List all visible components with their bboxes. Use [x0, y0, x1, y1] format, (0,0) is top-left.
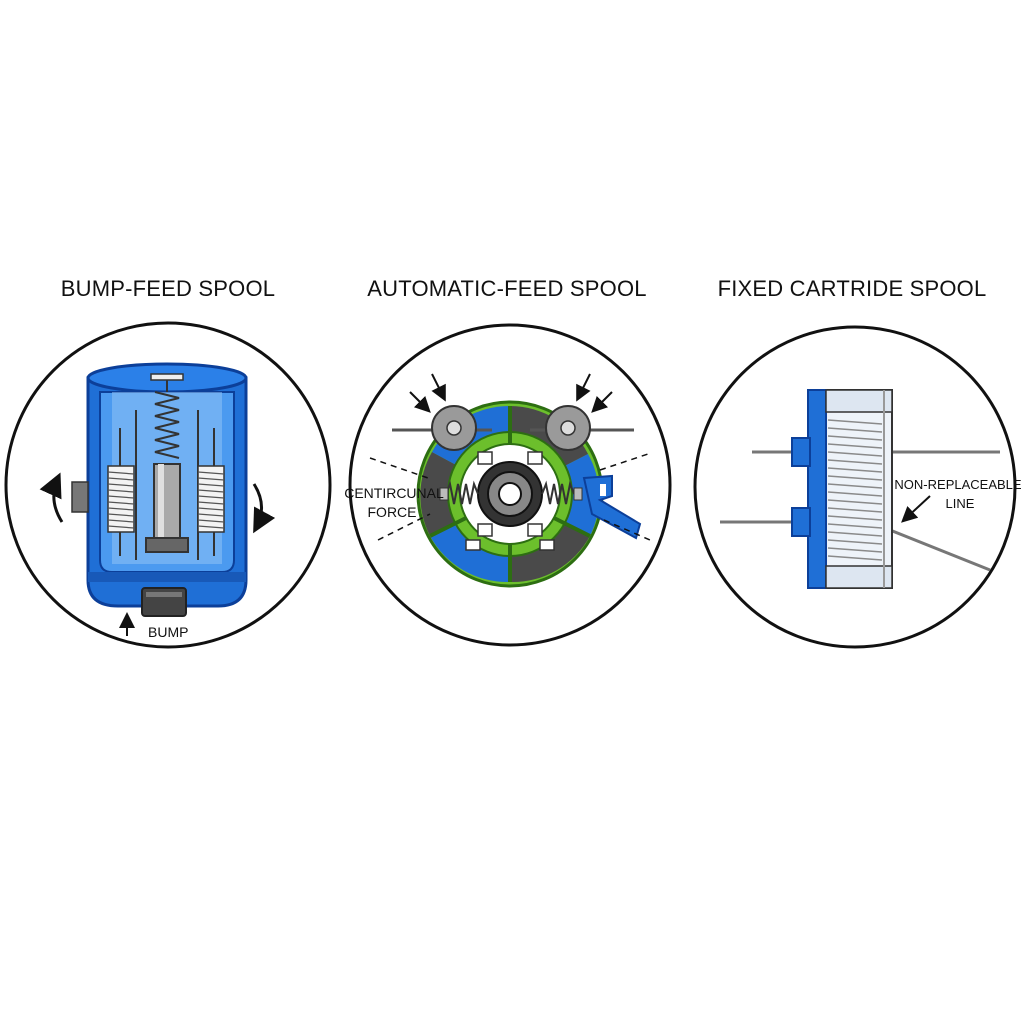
fixed-cartridge-title: FIXED CARTRIDE SPOOL [717, 276, 987, 301]
fixed-cartridge-body [807, 389, 893, 589]
bump-feed-line-coil-right [197, 465, 225, 533]
centrifugal-force-lines [369, 453, 651, 541]
pressure-arrows-icon [409, 373, 613, 413]
automatic-feed-weight-left [392, 405, 492, 451]
automatic-feed-hub [477, 461, 543, 527]
automatic-feed-weight-right [530, 405, 634, 451]
line-pointer-arrow-icon [901, 495, 931, 523]
rotation-arrow-right-icon [252, 483, 276, 534]
non-replaceable-line-label-line1: NON-REPLACEABLE [894, 477, 1021, 492]
automatic-feed-panel: CENTIRCUNAL FORCE [344, 323, 672, 647]
non-replaceable-line-label-line2: LINE [946, 496, 975, 511]
centrifugal-force-label-line2: FORCE [368, 504, 417, 520]
bump-knob [141, 587, 187, 617]
bump-feed-title: BUMP-FEED SPOOL [60, 276, 276, 301]
automatic-feed-line-guide [582, 474, 642, 540]
centrifugal-force-label-line1: CENTIRCUNAL [344, 485, 444, 501]
rotation-arrow-left-icon [39, 472, 64, 523]
bump-feed-center-shaft [145, 463, 189, 553]
fixed-cartridge-line-coil [827, 419, 883, 561]
bump-feed-side-eyelet [71, 481, 89, 513]
bump-feed-line-coil-left [107, 465, 135, 533]
bump-feed-panel: BUMP [4, 321, 332, 649]
automatic-feed-title: AUTOMATIC-FEED SPOOL [367, 276, 647, 301]
automatic-feed-springs [439, 480, 583, 505]
bump-label: BUMP [148, 624, 188, 640]
fixed-cartridge-panel: NON-REPLACEABLE LINE [693, 325, 1022, 649]
bump-feed-spring [150, 373, 184, 459]
fixed-cartridge-eyelets [791, 437, 811, 537]
